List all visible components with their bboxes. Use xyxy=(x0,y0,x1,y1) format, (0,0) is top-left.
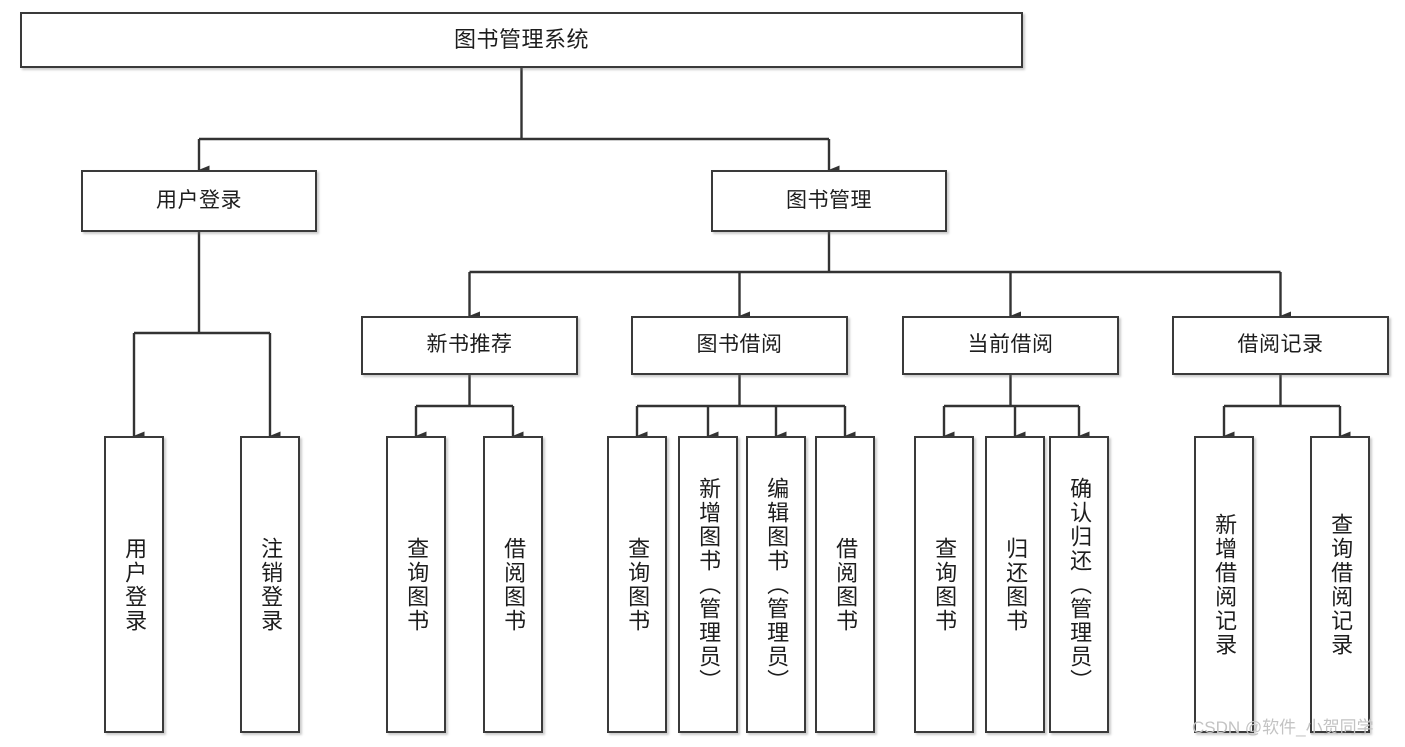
node-label: 注销登录 xyxy=(258,536,284,633)
node-leaf-borrow-book-rec: 借阅图书 xyxy=(483,436,543,733)
node-leaf-add-record: 新增借阅记录 xyxy=(1194,436,1254,733)
node-leaf-user-login: 用户登录 xyxy=(104,436,164,733)
node-book-manage: 图书管理 xyxy=(711,170,947,232)
node-label: 借阅记录 xyxy=(1237,333,1324,357)
node-new-book-rec: 新书推荐 xyxy=(361,316,578,375)
node-label: 新增图书（管理员） xyxy=(696,476,722,693)
node-leaf-query-book-bb: 查询图书 xyxy=(607,436,667,733)
node-leaf-borrow-book-bb: 借阅图书 xyxy=(815,436,875,733)
node-leaf-query-book-rec: 查询图书 xyxy=(386,436,446,733)
node-leaf-user-logout: 注销登录 xyxy=(240,436,300,733)
node-label: 当前借阅 xyxy=(967,333,1054,357)
node-leaf-return-book: 归还图书 xyxy=(985,436,1045,733)
node-label: 编辑图书（管理员） xyxy=(764,476,790,693)
node-label: 借阅图书 xyxy=(501,536,527,633)
node-book-borrow: 图书借阅 xyxy=(631,316,848,375)
node-label: 新书推荐 xyxy=(426,333,513,357)
node-leaf-add-book: 新增图书（管理员） xyxy=(678,436,738,733)
node-label: 查询借阅记录 xyxy=(1328,512,1354,657)
node-borrow-record: 借阅记录 xyxy=(1172,316,1389,375)
node-label: 图书借阅 xyxy=(696,333,783,357)
node-label: 图书管理系统 xyxy=(453,27,589,53)
node-leaf-query-book-cb: 查询图书 xyxy=(914,436,974,733)
node-label: 新增借阅记录 xyxy=(1212,512,1238,657)
node-label: 确认归还（管理员） xyxy=(1067,476,1093,693)
node-current-borrow: 当前借阅 xyxy=(902,316,1119,375)
node-label: 查询图书 xyxy=(625,536,651,633)
node-label: 借阅图书 xyxy=(833,536,859,633)
node-label: 用户登录 xyxy=(156,188,242,212)
edges-group xyxy=(132,68,1351,441)
csdn-watermark: CSDN @软件_小贺同学 xyxy=(1192,718,1374,737)
node-root: 图书管理系统 xyxy=(20,12,1023,68)
node-leaf-edit-book: 编辑图书（管理员） xyxy=(746,436,806,733)
node-label: 查询图书 xyxy=(932,536,958,633)
node-label: 用户登录 xyxy=(122,536,148,633)
node-label: 归还图书 xyxy=(1003,536,1029,633)
node-label: 图书管理 xyxy=(786,188,872,212)
node-leaf-confirm-return: 确认归还（管理员） xyxy=(1049,436,1109,733)
node-label: 查询图书 xyxy=(404,536,430,633)
node-leaf-query-record: 查询借阅记录 xyxy=(1310,436,1370,733)
node-user-login: 用户登录 xyxy=(81,170,317,232)
